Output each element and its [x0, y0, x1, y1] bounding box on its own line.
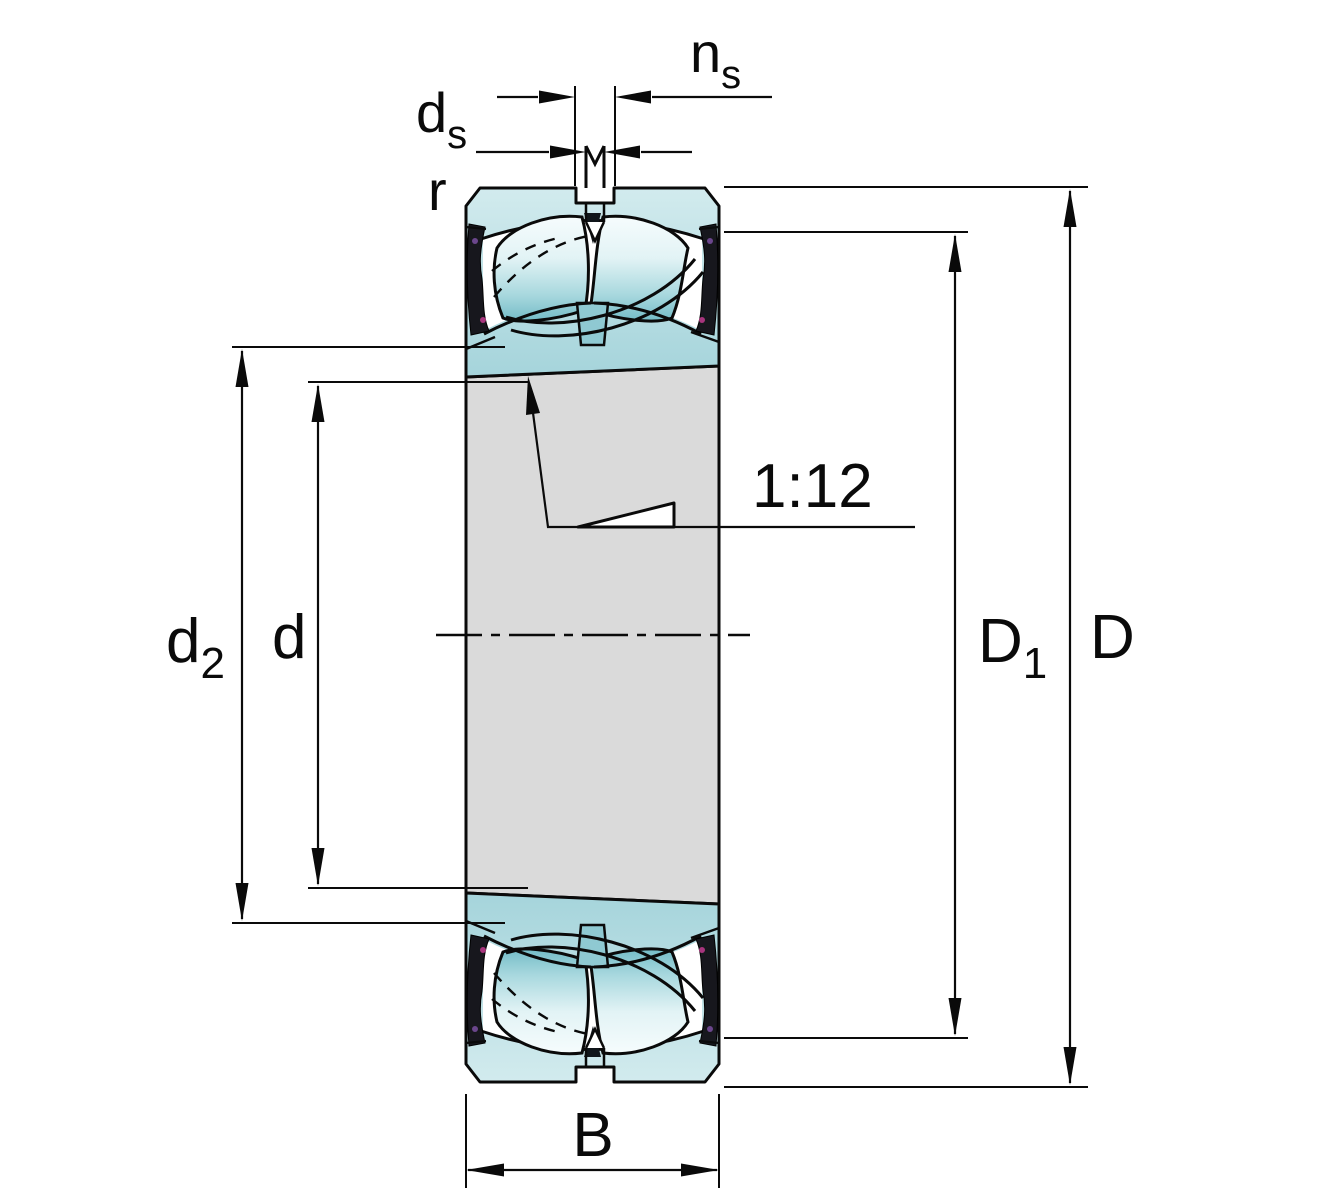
ns-label: ns	[690, 21, 741, 97]
ds-label: ds	[416, 81, 467, 157]
taper-annotation: 1:12	[526, 376, 915, 529]
seal-recess-step-left	[465, 225, 487, 231]
ds-arrowhead-right	[604, 145, 640, 159]
inner-raceway-left	[483, 301, 592, 336]
seal-accent-dot	[707, 238, 713, 244]
bearing-lower-half	[464, 891, 721, 1084]
taper-ratio-label: 1:12	[752, 452, 873, 521]
seal-left	[466, 223, 490, 336]
taper-leader-line	[528, 389, 915, 529]
B-label: B	[572, 1101, 613, 1170]
D-arrowhead-top	[1063, 189, 1077, 227]
D1-arrowhead-top	[948, 234, 962, 272]
dimension-D1: D1	[724, 231, 1047, 1039]
seal-accent-dot	[699, 317, 705, 323]
d-label: d	[272, 603, 306, 672]
stub-sides	[584, 146, 606, 188]
dimension-B: B	[465, 1094, 720, 1188]
d-arrowhead-top	[311, 384, 325, 422]
taper-leader-arrowhead	[526, 376, 540, 415]
cage-line-1	[505, 258, 697, 325]
D-label: D	[1090, 603, 1135, 672]
dimension-ns: ns	[497, 21, 772, 186]
B-arrowhead-right	[681, 1163, 719, 1177]
lubrication-hole-stub	[584, 145, 606, 188]
lubrication-hole-tip	[584, 221, 606, 244]
hidden-arc-2	[491, 235, 564, 272]
cage-line-2	[510, 271, 705, 338]
guide-ring	[575, 301, 610, 347]
stub-notch	[584, 145, 606, 168]
seal-right	[695, 223, 719, 336]
inner-ring-face-step-right	[690, 330, 720, 344]
bearing-upper-half	[464, 186, 721, 379]
dimension-ds: ds	[416, 81, 692, 159]
d2-label: d2	[166, 607, 225, 688]
ds-arrowhead-left	[550, 145, 586, 159]
D1-label: D1	[978, 607, 1047, 688]
B-arrowhead-left	[466, 1163, 504, 1177]
inner-raceway-right	[593, 301, 702, 336]
seal-accent-dot	[480, 317, 486, 323]
hidden-arc-1	[493, 233, 595, 298]
d-arrowhead-bottom	[311, 848, 325, 886]
dimension-r: r	[428, 159, 447, 222]
taper-symbol	[576, 501, 676, 529]
lubrication-hole	[584, 203, 606, 222]
ns-arrowhead-left	[539, 90, 575, 104]
d2-arrowhead-bottom	[235, 883, 249, 921]
r-label: r	[428, 159, 447, 222]
seal-accent-dot	[472, 238, 478, 244]
D1-arrowhead-bottom	[948, 998, 962, 1036]
seal-recess-step-right	[698, 225, 720, 231]
ns-arrowhead-right	[615, 90, 651, 104]
dimension-D: D	[724, 186, 1135, 1088]
d2-arrowhead-top	[235, 349, 249, 387]
D-arrowhead-bottom	[1063, 1047, 1077, 1085]
dimension-d2: d2	[166, 346, 505, 924]
dimension-d: d	[272, 381, 528, 889]
